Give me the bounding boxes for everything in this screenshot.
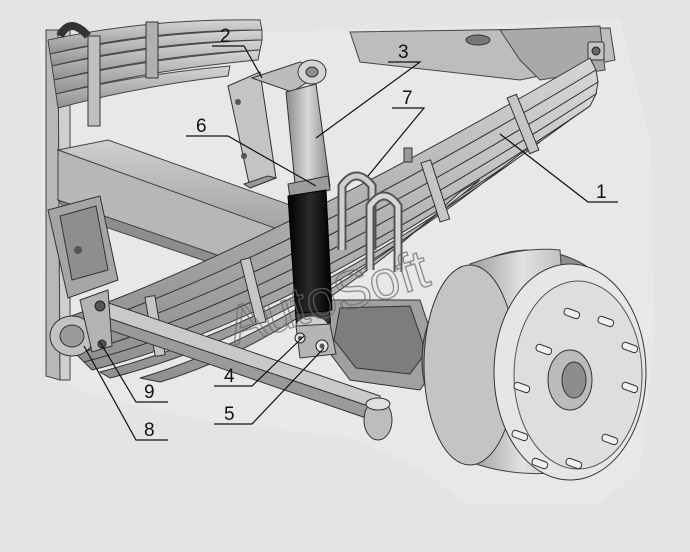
shock-lower-mount: [294, 315, 337, 359]
front-spring-bracket: [47, 195, 119, 299]
callout-2: 2: [220, 26, 231, 47]
callout-3: 3: [398, 42, 409, 63]
rear-leaf-spring: [47, 19, 263, 127]
spring-eye-shackle: [49, 289, 113, 357]
callout-6: 6: [196, 116, 207, 137]
callout-8: 8: [144, 420, 155, 441]
wheel-studs: [511, 307, 639, 470]
spring-seat: [319, 299, 441, 391]
shock-absorber-cover: [285, 83, 331, 199]
brake-drum: [421, 248, 647, 481]
callout-labels: 2 3 6 7 1 4 5 9 8: [144, 26, 607, 441]
callout-1: 1: [596, 182, 607, 203]
shock-upper-bracket: [227, 59, 328, 189]
callout-5: 5: [224, 404, 235, 425]
callout-9: 9: [144, 382, 155, 403]
u-bolts: [337, 171, 403, 272]
callout-4: 4: [224, 366, 235, 387]
callout-7: 7: [402, 88, 413, 109]
leader-lines: [83, 45, 618, 441]
